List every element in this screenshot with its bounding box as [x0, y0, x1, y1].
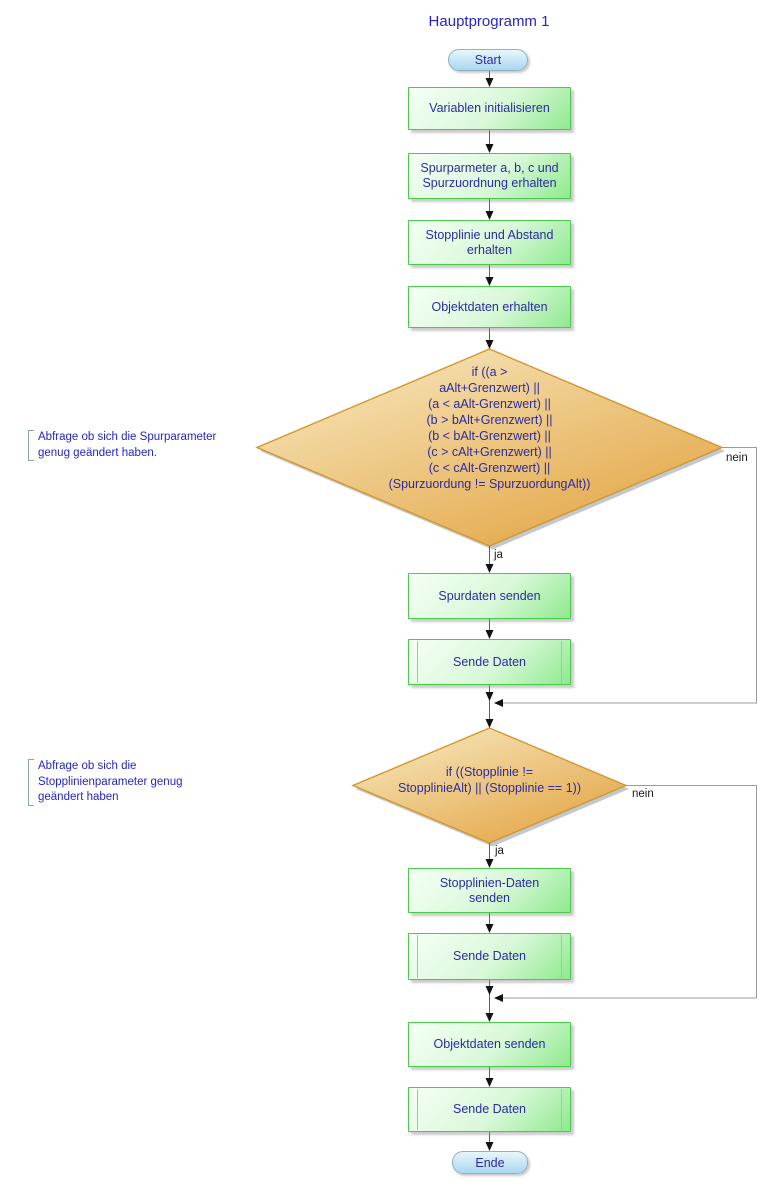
arrow-down-icon: [485, 78, 494, 87]
node-label: Spurparmeter a, b, c und Spurzuordnung e…: [420, 161, 559, 190]
decision-stopline-label: if ((Stopplinie != StopplinieAlt) || (St…: [398, 765, 581, 795]
annotation-bracket: [28, 430, 34, 461]
arrow-left-icon: [494, 699, 503, 707]
edge-label-nein-1: nein: [726, 452, 748, 464]
process-variablen-initialisieren: Variablen initialisieren: [408, 87, 571, 130]
node-label: Stopplinie und Abstand erhalten: [425, 227, 554, 257]
arrow-down-icon: [485, 144, 494, 153]
process-spurdaten-senden: Spurdaten senden: [408, 573, 571, 619]
arrow-down-icon: [485, 924, 494, 933]
arrow-down-icon: [485, 986, 494, 995]
arrow-down-icon: [485, 211, 494, 220]
start-terminator: Start: [448, 49, 528, 71]
diagram-title: Hauptprogramm 1: [428, 13, 550, 30]
arrow-down-icon: [485, 859, 494, 868]
arrow-down-icon: [485, 277, 494, 286]
edge-label-nein-2: nein: [632, 788, 654, 800]
node-label: Sende Daten: [453, 949, 526, 963]
process-spurparameter-erhalten: Spurparmeter a, b, c und Spurzuordnung e…: [408, 153, 571, 199]
nein-loop-connector-2: [503, 785, 757, 999]
annotation-bracket: [28, 759, 34, 806]
annotation-text: Abfrage ob sich die Stopplinienparameter…: [38, 760, 183, 803]
node-label: Ende: [475, 1155, 505, 1170]
arrow-down-icon: [485, 1013, 494, 1022]
annotation-spurparameter: Abfrage ob sich die Spurparameter genug …: [28, 430, 216, 461]
node-label: Objektdaten erhalten: [431, 299, 548, 314]
subroutine-sende-daten-2: Sende Daten: [408, 933, 571, 980]
annotation-text: Abfrage ob sich die Spurparameter genug …: [38, 431, 217, 459]
node-label: Stopplinien-Daten senden: [439, 875, 540, 905]
nein-loop-connector-1: [503, 447, 757, 704]
arrow-down-icon: [485, 719, 494, 728]
node-label: Spurdaten senden: [438, 588, 541, 603]
node-label: Sende Daten: [453, 1102, 526, 1116]
process-stopplinie-erhalten: Stopplinie und Abstand erhalten: [408, 220, 571, 265]
edge-label-ja-2: ja: [495, 845, 504, 857]
process-objektdaten-senden: Objektdaten senden: [408, 1022, 571, 1067]
edge-label-ja-1: ja: [494, 549, 503, 561]
node-label: Start: [474, 53, 502, 67]
node-label: Sende Daten: [453, 654, 526, 669]
arrow-down-icon: [485, 340, 494, 349]
node-label: Objektdaten senden: [433, 1037, 546, 1051]
arrow-down-icon: [485, 564, 494, 573]
arrow-down-icon: [485, 1142, 494, 1151]
end-terminator: Ende: [452, 1151, 528, 1174]
arrow-left-icon: [494, 994, 503, 1002]
process-stopplinien-daten-senden: Stopplinien-Daten senden: [408, 868, 571, 913]
arrow-down-icon: [485, 692, 494, 701]
arrow-down-icon: [485, 1078, 494, 1087]
decision-lane-label: if ((a > aAlt+Grenzwert) || (a < aAlt-Gr…: [388, 365, 591, 491]
subroutine-sende-daten-1: Sende Daten: [408, 639, 571, 685]
arrow-down-icon: [485, 630, 494, 639]
subroutine-sende-daten-3: Sende Daten: [408, 1087, 571, 1132]
annotation-stopplinienparameter: Abfrage ob sich die Stopplinienparameter…: [28, 759, 183, 806]
node-label: Variablen initialisieren: [429, 101, 550, 115]
process-objektdaten-erhalten: Objektdaten erhalten: [408, 286, 571, 328]
